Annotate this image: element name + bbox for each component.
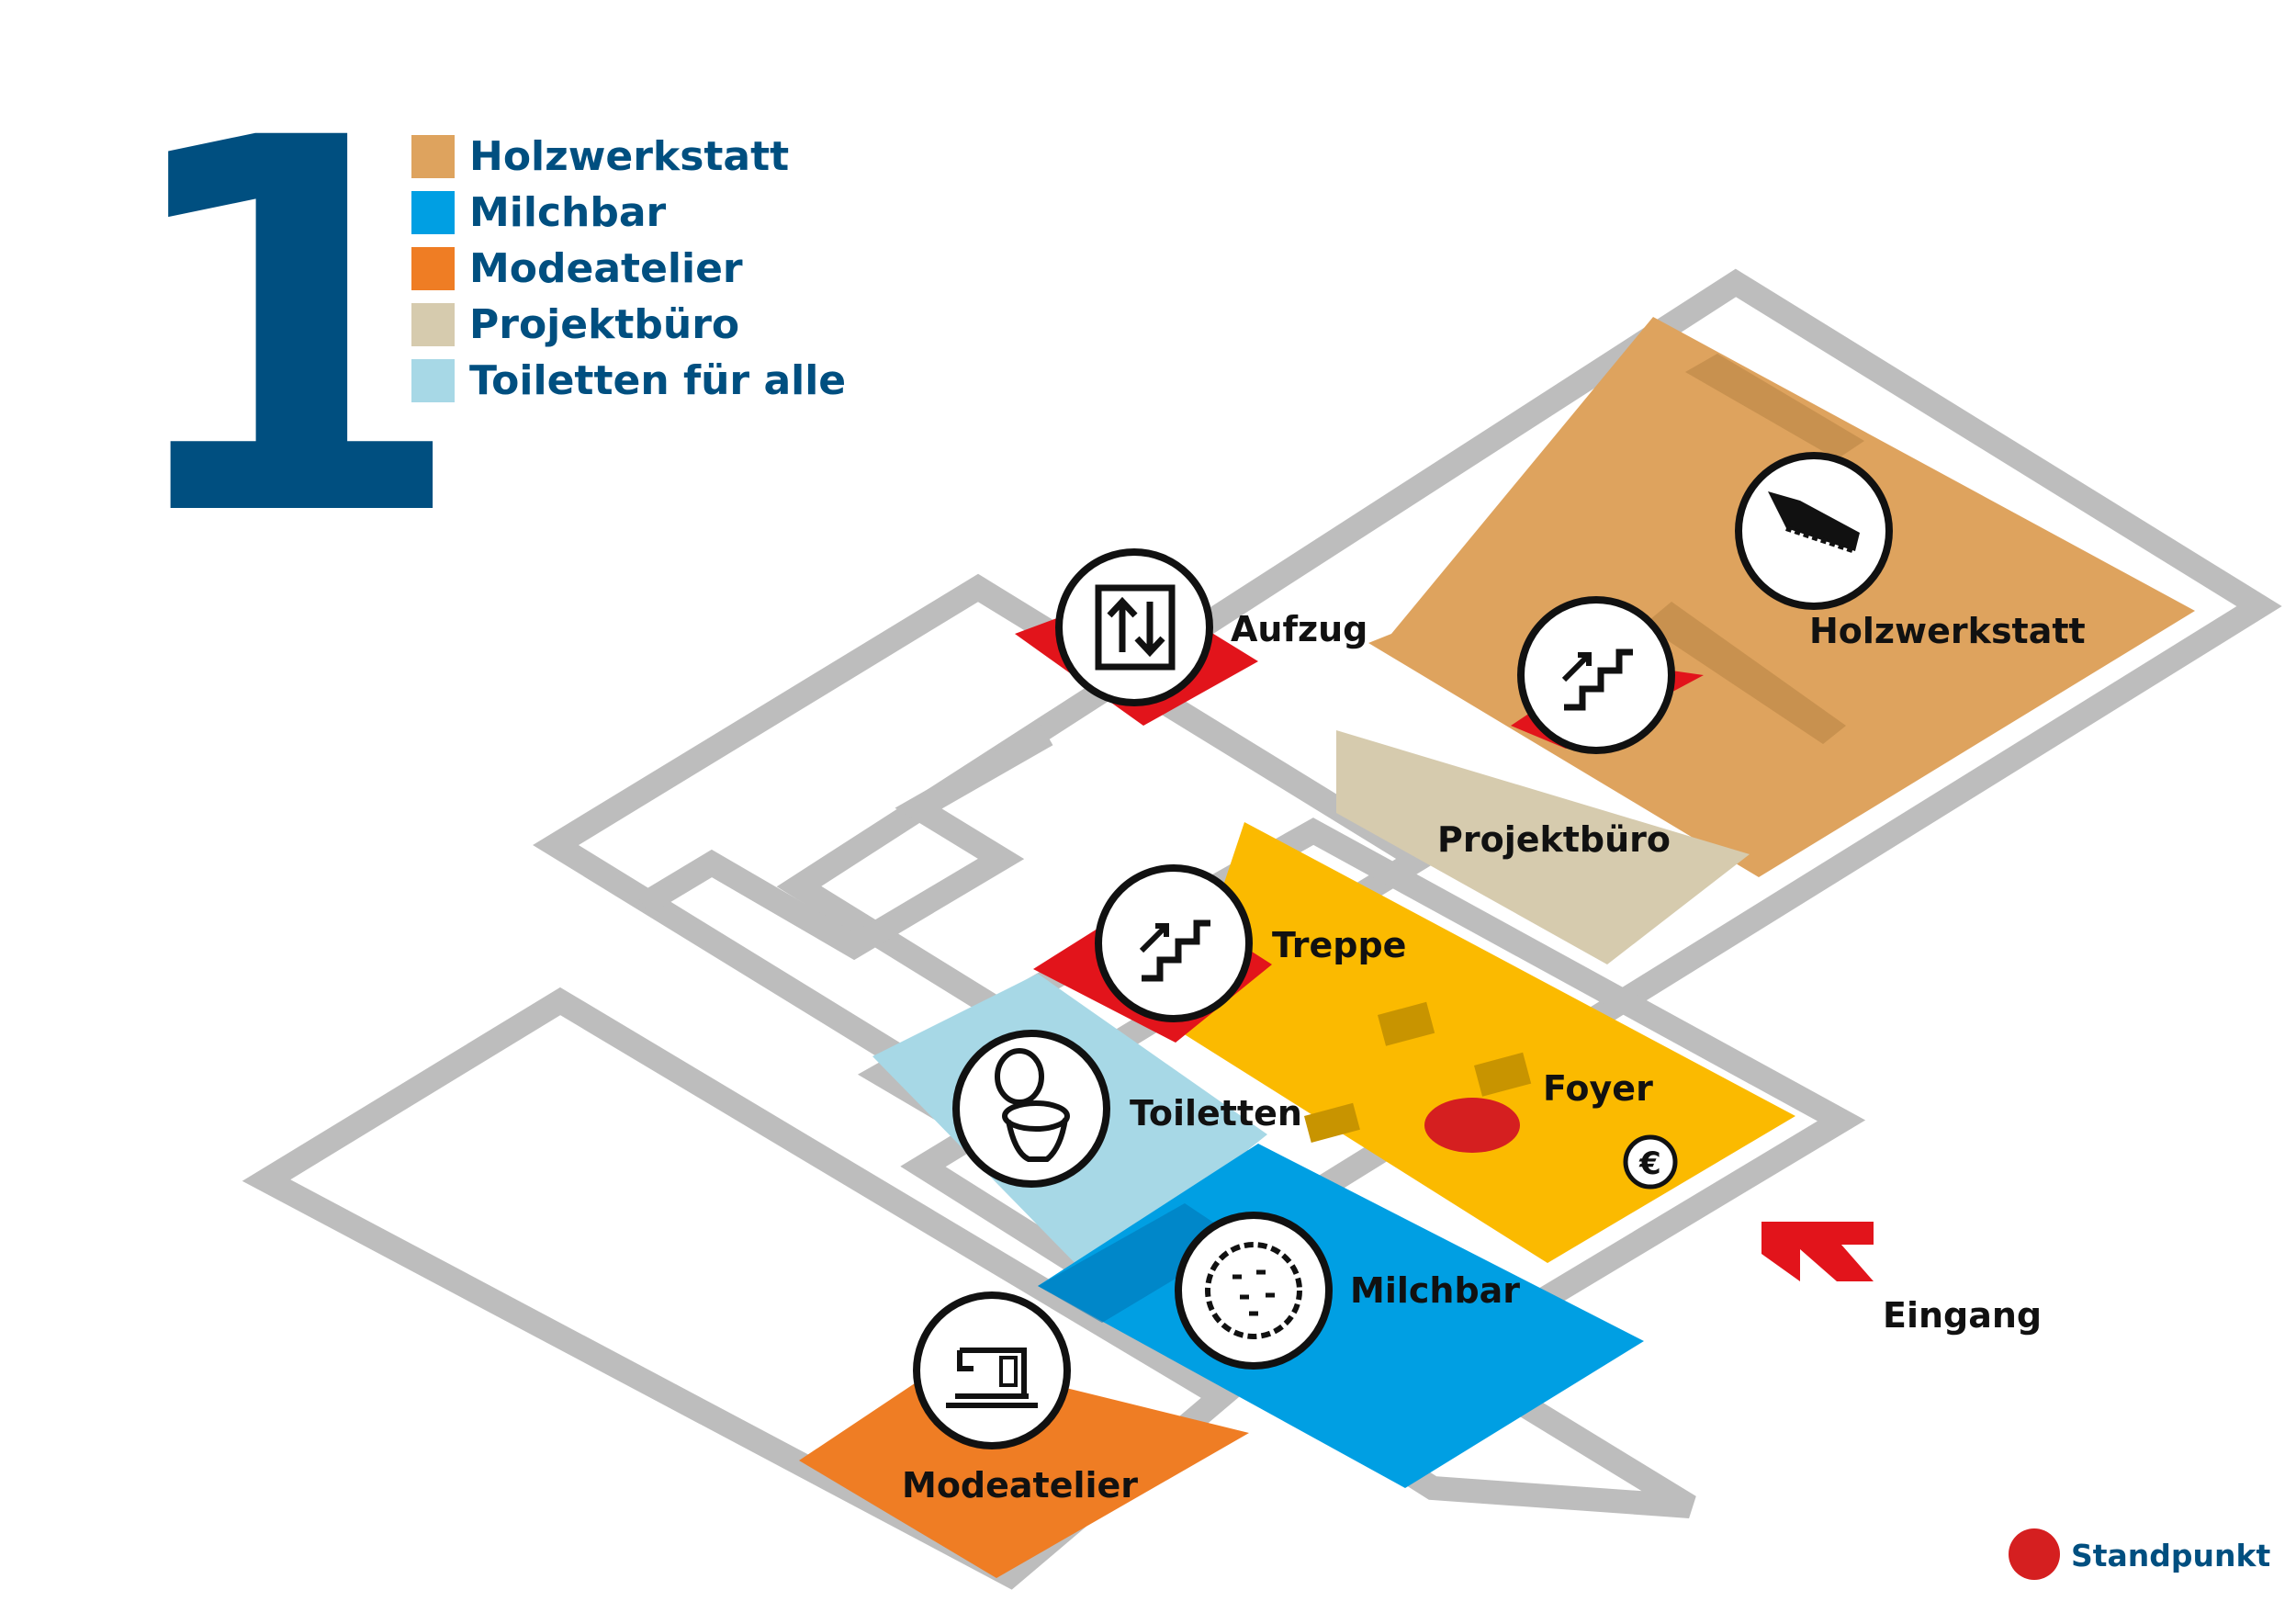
euro-icon: € [1623, 1134, 1678, 1190]
label-treppe: Treppe [1272, 925, 1406, 965]
legend-swatch [411, 359, 455, 402]
room-projektbuero [1336, 730, 1750, 964]
legend-label: Toiletten für alle [469, 357, 847, 404]
floor-number: 1 [110, 31, 468, 630]
legend-swatch [411, 135, 455, 178]
stairs-icon [1095, 864, 1253, 1022]
holzwerkstatt-wall-shadow [1685, 354, 1864, 459]
foyer-column [1378, 1001, 1435, 1046]
legend-swatch [411, 303, 455, 346]
label-projektbuero: Projektbüro [1437, 819, 1671, 860]
legend-item-projektbuero: Projektbüro [411, 297, 846, 353]
euro-symbol: € [1638, 1145, 1661, 1182]
wall-southwest-wing [242, 987, 1243, 1590]
toilet-icon [952, 1030, 1110, 1188]
standpunkt-legend-label: Standpunkt [2071, 1538, 2270, 1573]
entrance-arrow-icon [1761, 1222, 1874, 1281]
stairs-icon [1517, 596, 1675, 754]
standpunkt-legend-dot [2009, 1528, 2060, 1580]
label-eingang: Eingang [1883, 1295, 2042, 1336]
wall-corridor [636, 724, 1053, 961]
foyer-column [1474, 1052, 1532, 1097]
room-modeatelier [799, 1359, 1249, 1578]
foyer-column [1304, 1102, 1360, 1143]
legend-item-holzwerkstatt: Holzwerkstatt [411, 129, 846, 185]
cookie-icon [1175, 1212, 1333, 1370]
label-aufzug: Aufzug [1231, 609, 1367, 649]
legend-label: Modeatelier [469, 245, 743, 292]
legend-item-toiletten: Toiletten für alle [411, 353, 846, 409]
legend-swatch [411, 191, 455, 234]
legend-label: Projektbüro [469, 301, 740, 348]
label-modeatelier: Modeatelier [902, 1465, 1138, 1506]
legend-label: Milchbar [469, 189, 667, 236]
label-foyer: Foyer [1543, 1068, 1653, 1109]
legend-swatch [411, 247, 455, 290]
label-toiletten: Toiletten [1130, 1093, 1302, 1133]
elevator-icon [1055, 548, 1213, 706]
legend: Holzwerkstatt Milchbar Modeatelier Proje… [411, 129, 846, 409]
label-holzwerkstatt: Holzwerkstatt [1809, 611, 2086, 651]
legend-label: Holzwerkstatt [469, 133, 790, 180]
holzwerkstatt-wall-shadow [1644, 602, 1846, 744]
milchbar-shadow [1038, 1203, 1240, 1323]
label-milchbar: Milchbar [1350, 1270, 1520, 1311]
legend-item-modeatelier: Modeatelier [411, 241, 846, 297]
standpunkt-marker [1424, 1098, 1520, 1153]
saw-icon [1735, 452, 1893, 610]
sewing-machine-icon [913, 1291, 1071, 1449]
legend-item-milchbar: Milchbar [411, 185, 846, 241]
